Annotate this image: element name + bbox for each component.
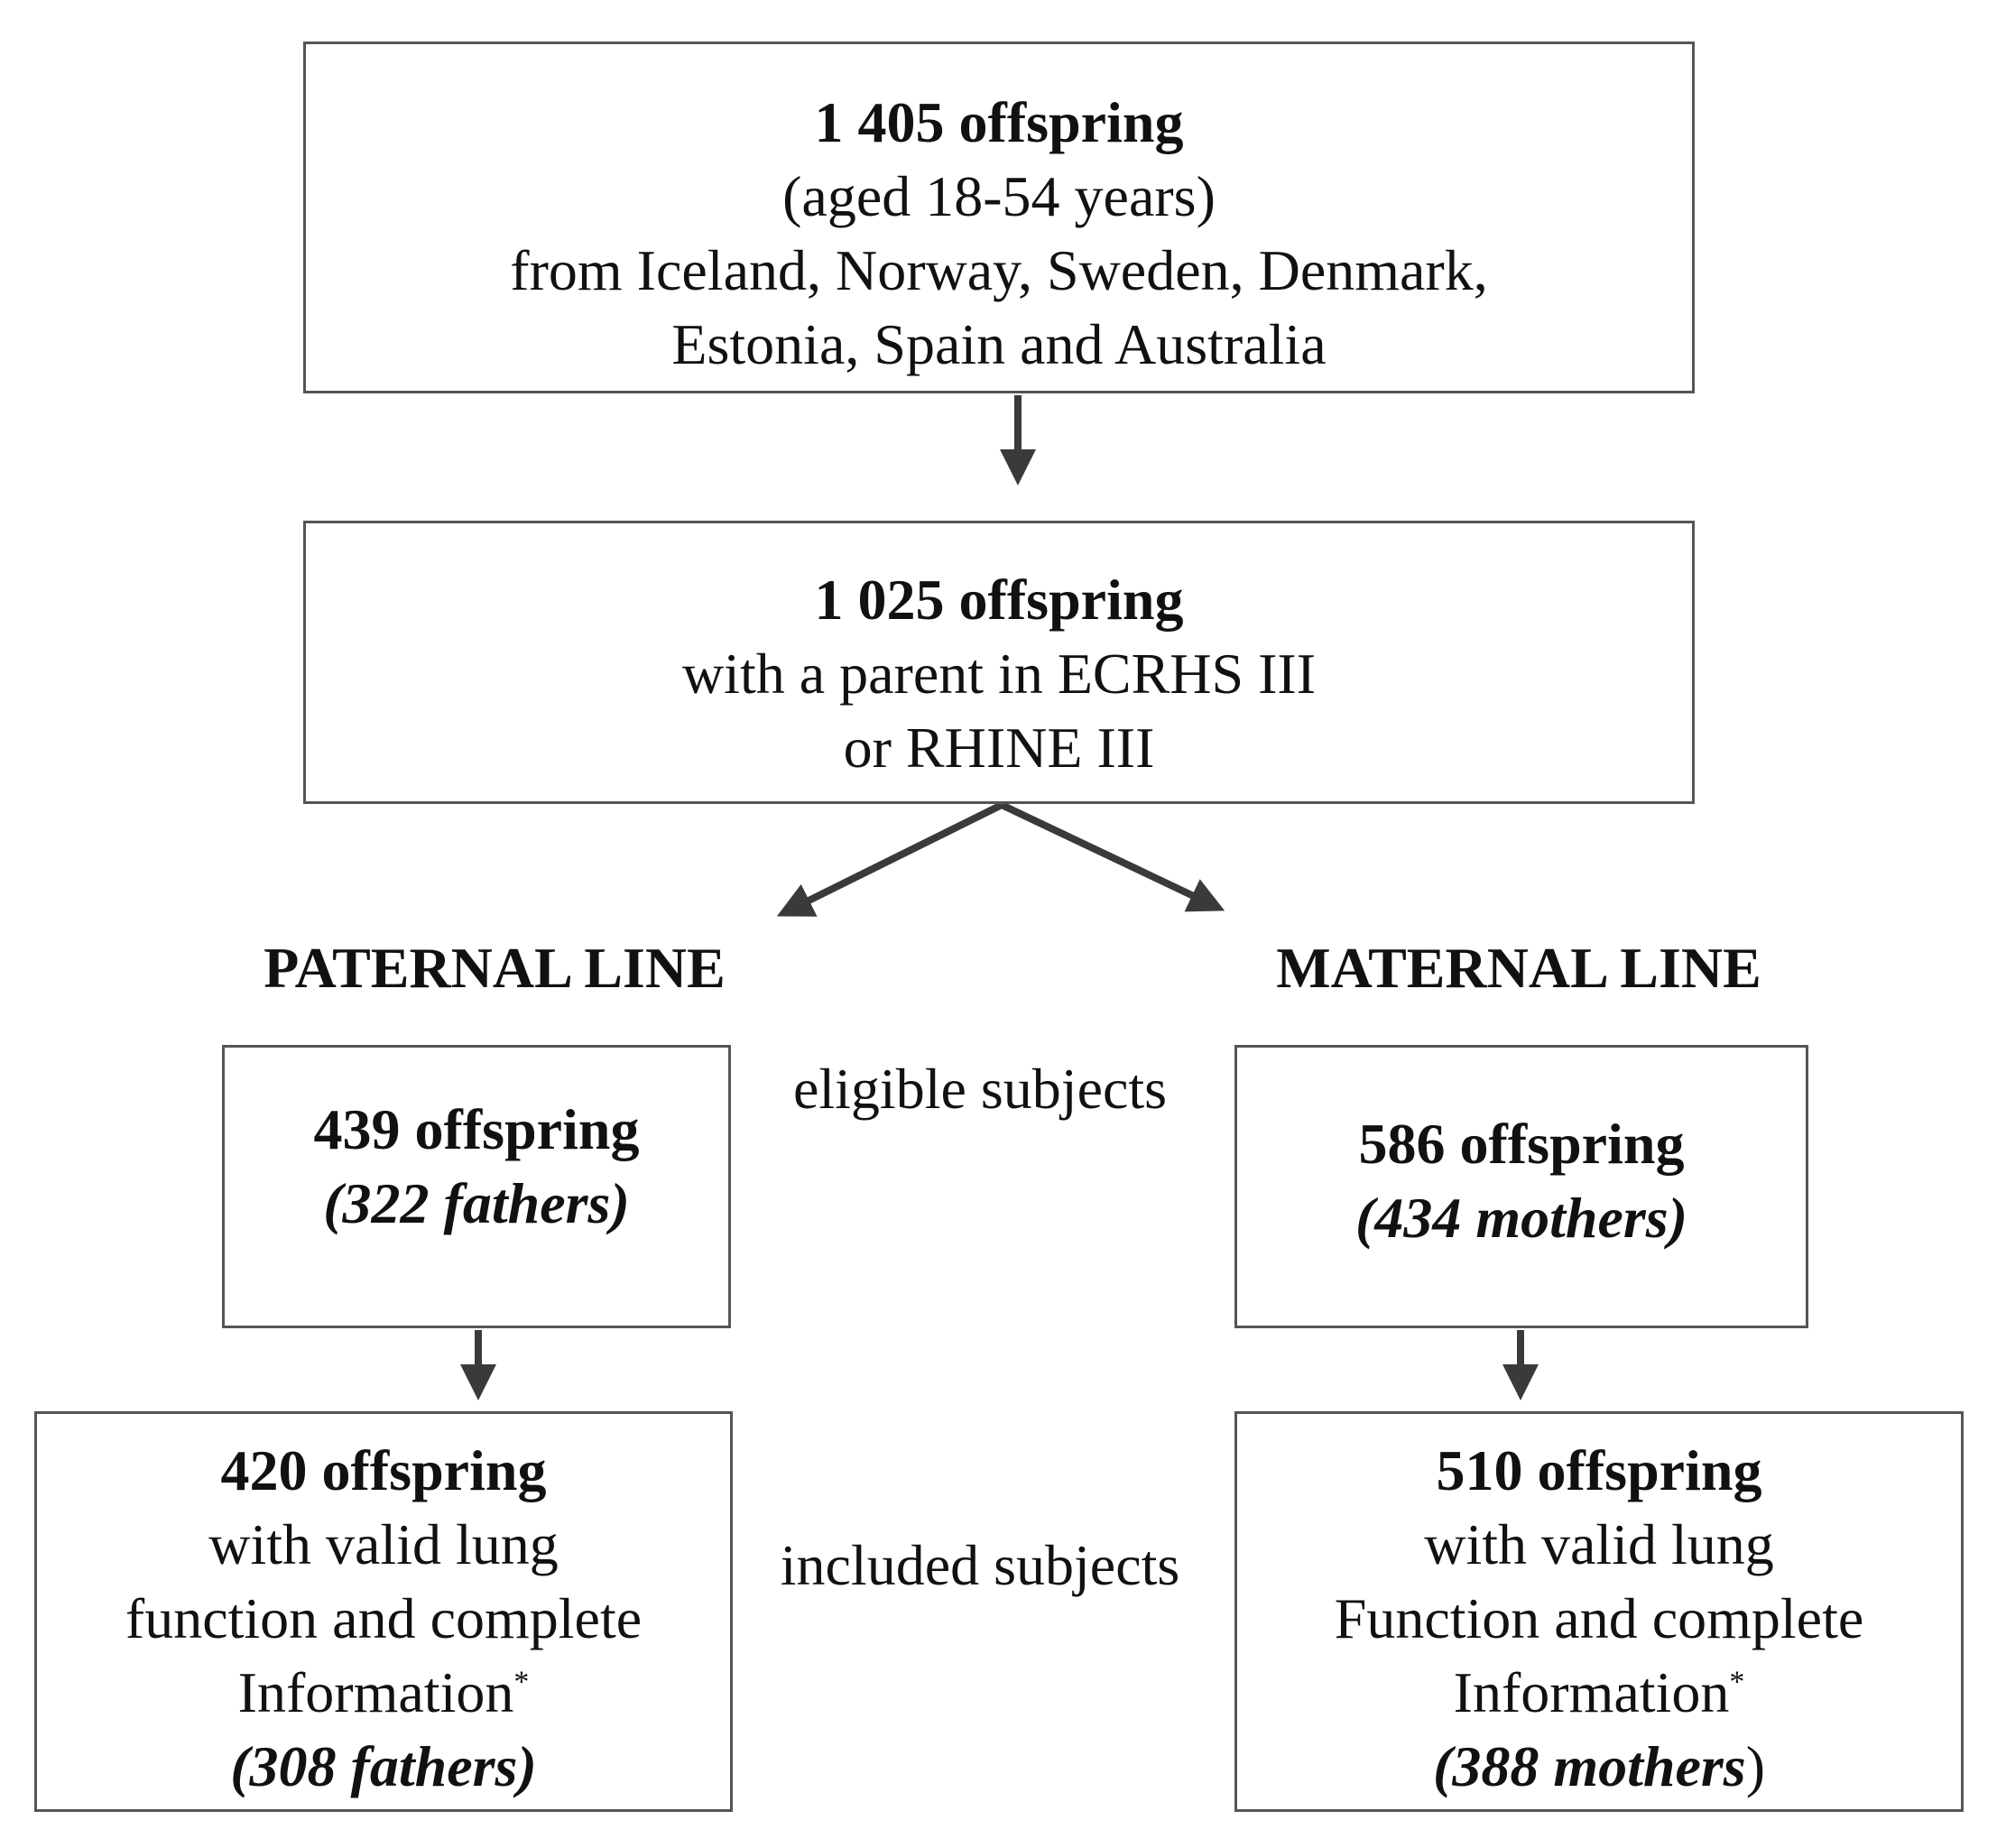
maternal-eligible-title: 586 offspring bbox=[1358, 1112, 1685, 1176]
maternal-included-information: Information bbox=[1453, 1660, 1730, 1724]
second-box: 1 025 offspring with a parent in ECRHS I… bbox=[303, 521, 1695, 804]
top-box: 1 405 offspring (aged 18-54 years) from … bbox=[303, 42, 1695, 393]
maternal-eligible-box: 586 offspring (434 mothers) bbox=[1234, 1045, 1808, 1328]
maternal-included-mothers-line: (388 mothers) bbox=[1433, 1730, 1765, 1804]
maternal-included-line-2: with valid lung bbox=[1424, 1512, 1774, 1576]
paternal-included-title: 420 offspring bbox=[220, 1438, 547, 1502]
paternal-eligible-title: 439 offspring bbox=[313, 1097, 640, 1161]
paternal-included-line-4: Information* bbox=[238, 1656, 530, 1730]
paternal-included-fathers: (308 fathers) bbox=[230, 1734, 537, 1798]
maternal-eligible-mothers: (434 mothers) bbox=[1355, 1186, 1687, 1250]
paternal-line-heading: PATERNAL LINE bbox=[263, 936, 726, 1000]
arrow-to-paternal bbox=[776, 801, 1003, 917]
paternal-eligible-box: 439 offspring (322 fathers) bbox=[222, 1045, 731, 1328]
top-box-countries-2: Estonia, Spain and Australia bbox=[671, 312, 1327, 376]
maternal-included-line-4: Information* bbox=[1454, 1656, 1745, 1730]
second-box-title: 1 025 offspring bbox=[814, 568, 1184, 632]
maternal-included-title: 510 offspring bbox=[1436, 1438, 1762, 1502]
maternal-included-mothers: (388 mothers bbox=[1433, 1734, 1746, 1798]
second-box-line-3: or RHINE III bbox=[843, 716, 1155, 780]
maternal-included-line-3: Function and complete bbox=[1334, 1586, 1864, 1650]
maternal-included-mothers-close: ) bbox=[1745, 1734, 1765, 1798]
paternal-footnote-mark: * bbox=[513, 1665, 530, 1699]
paternal-eligible-fathers: (322 fathers) bbox=[323, 1171, 630, 1235]
maternal-included-box: 510 offspring with valid lung Function a… bbox=[1234, 1411, 1964, 1812]
top-box-age: (aged 18-54 years) bbox=[782, 164, 1216, 228]
maternal-footnote-mark: * bbox=[1729, 1665, 1745, 1699]
maternal-line-heading: MATERNAL LINE bbox=[1276, 936, 1761, 1000]
eligible-subjects-label: eligible subjects bbox=[792, 1057, 1168, 1121]
top-box-title: 1 405 offspring bbox=[814, 90, 1184, 154]
paternal-included-box: 420 offspring with valid lung function a… bbox=[34, 1411, 733, 1812]
paternal-included-line-2: with valid lung bbox=[208, 1512, 559, 1576]
paternal-included-information: Information bbox=[237, 1660, 514, 1724]
arrow-to-maternal bbox=[1000, 801, 1225, 912]
second-box-line-2: with a parent in ECRHS III bbox=[681, 642, 1317, 706]
paternal-included-line-3: function and complete bbox=[125, 1586, 643, 1650]
included-subjects-label: included subjects bbox=[780, 1533, 1180, 1597]
top-box-countries-1: from Iceland, Norway, Sweden, Denmark, bbox=[510, 238, 1488, 302]
